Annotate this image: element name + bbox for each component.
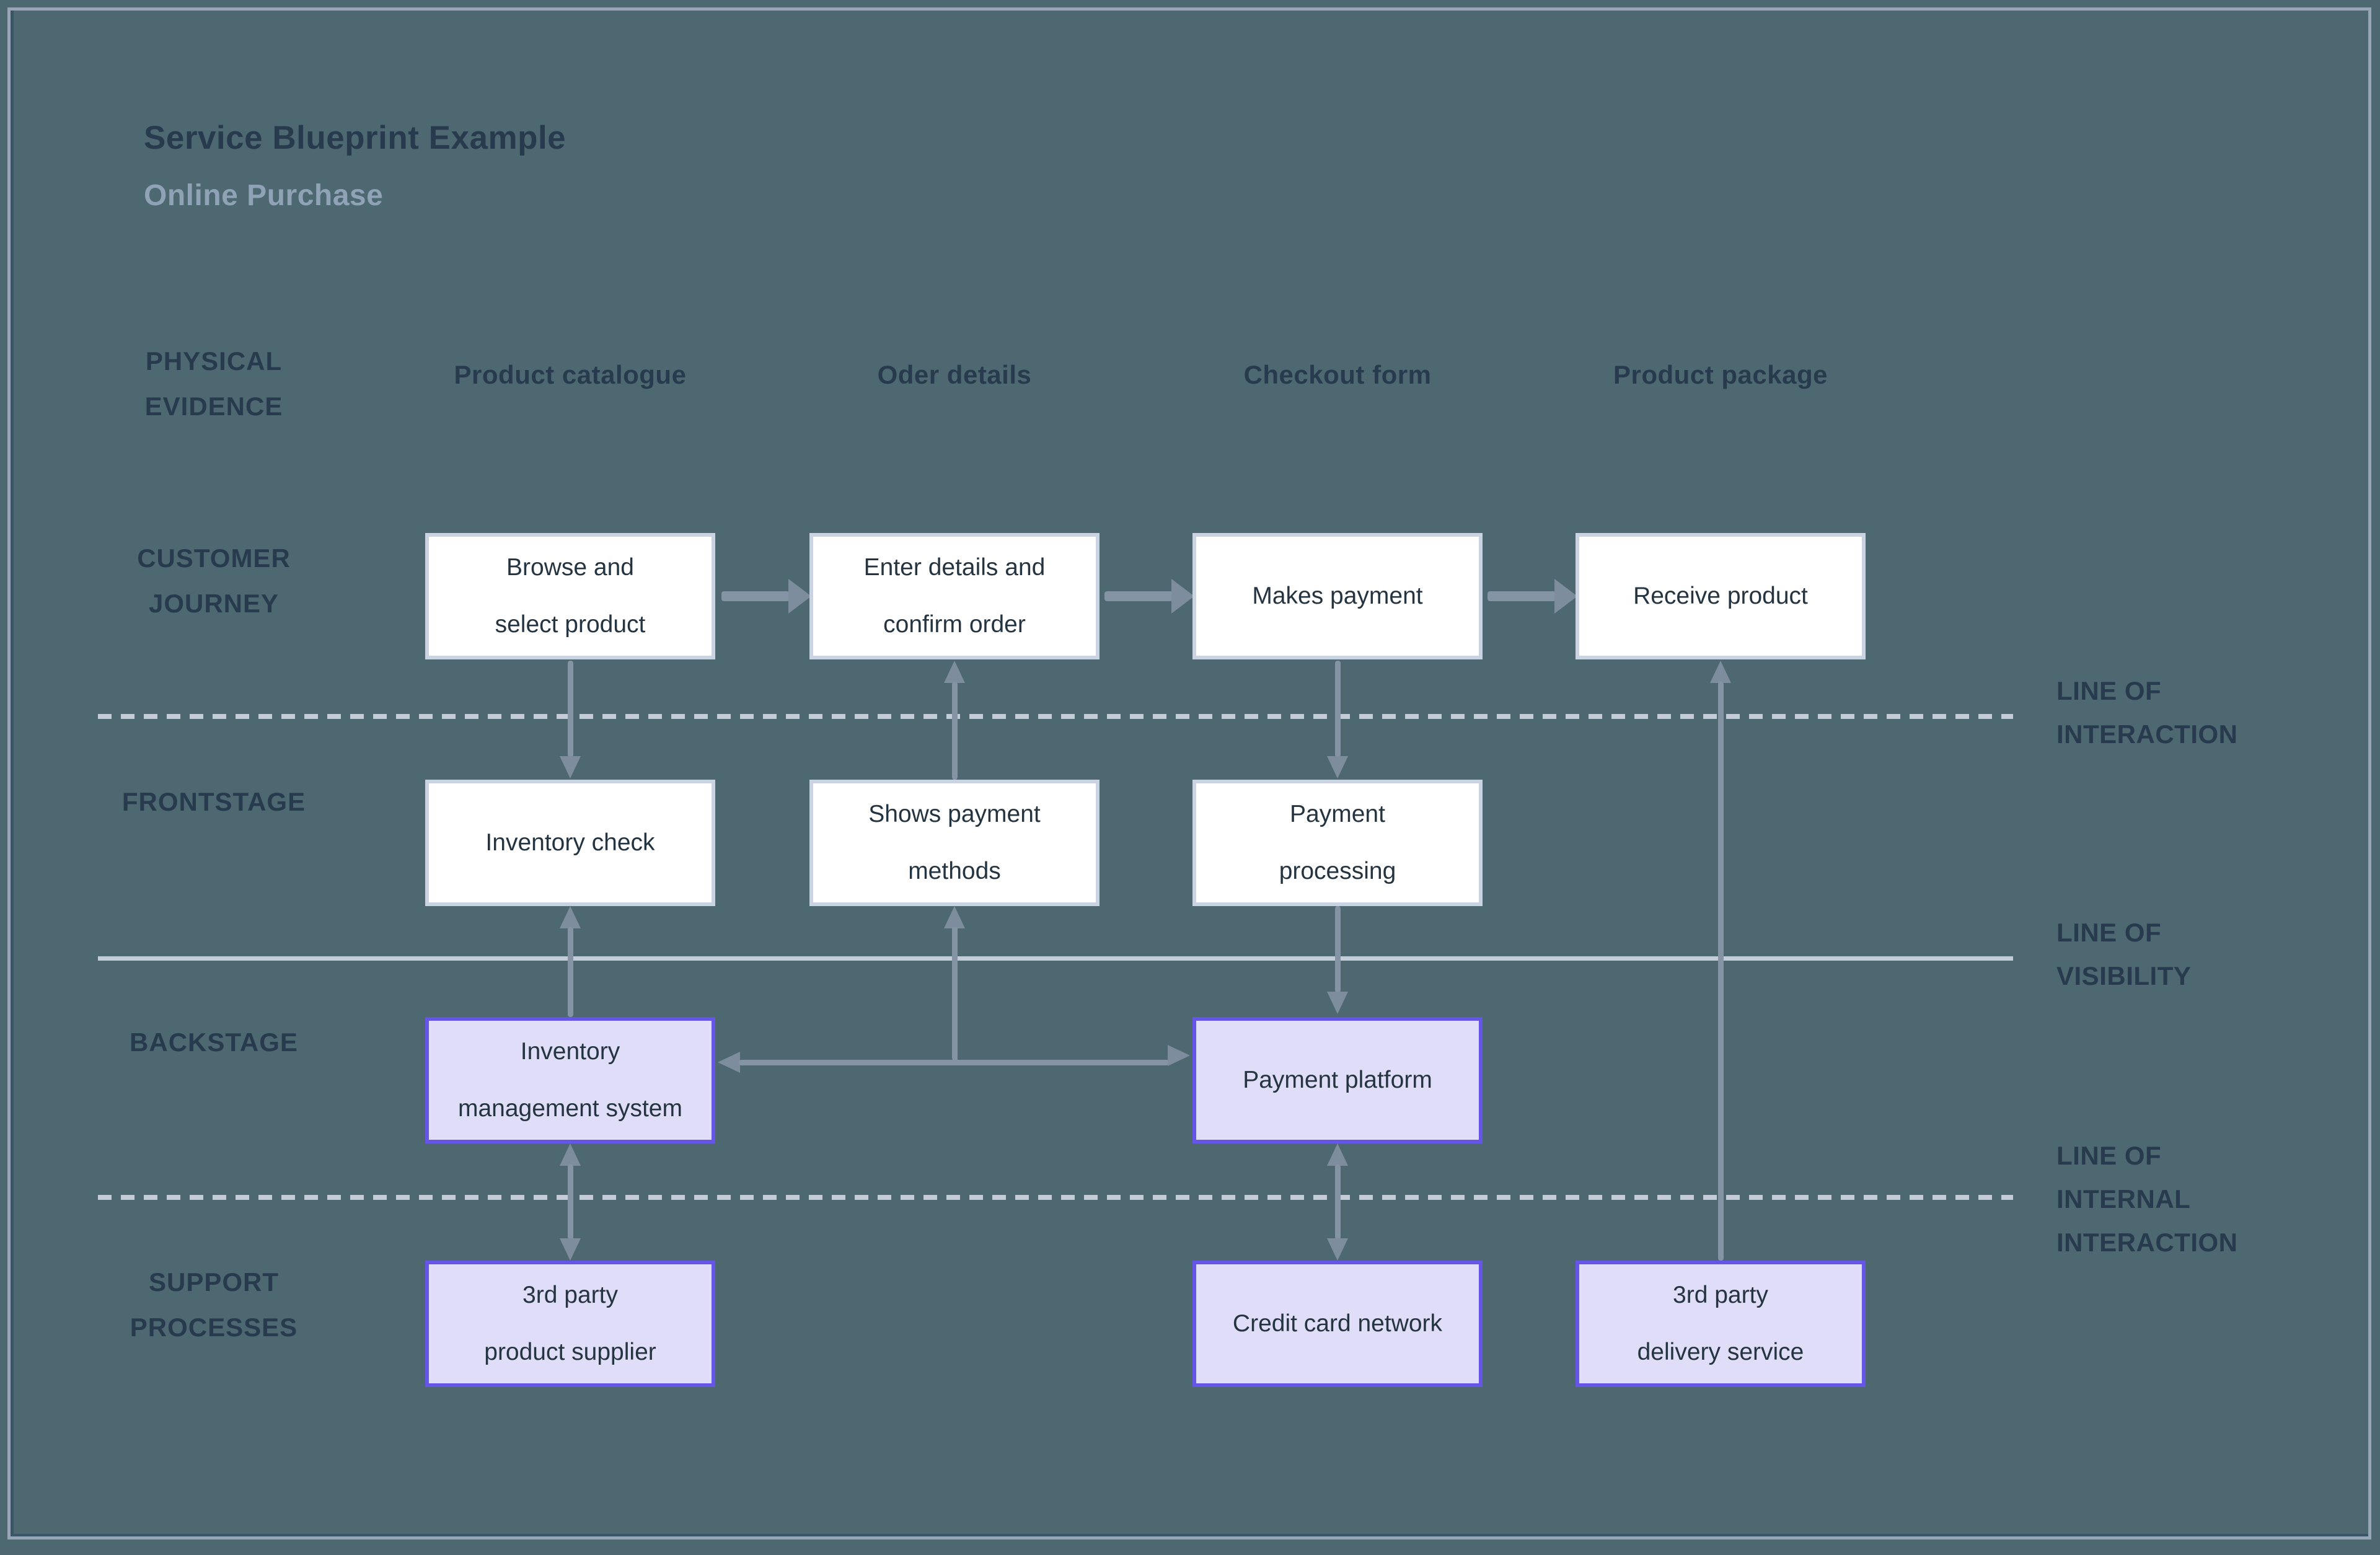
arrow-inventory-system-supplier-shaft [568,1165,573,1240]
arrow-credit-card-to-payment-platform-head [1327,1143,1348,1166]
arrow-inventory-system-to-inventory-check-shaft [568,927,573,1017]
lane-label-frontstage: FRONTSTAGE [121,787,306,816]
lane-label-customer-journey: CUSTOMER JOURNEY [137,544,291,618]
node-makes-payment: Makes payment [1192,533,1483,659]
node-label: Browse and select product [495,554,646,638]
node-label: Payment processing [1279,801,1396,884]
arrow-payment-platform-to-credit-card-head [1327,1238,1348,1261]
arrow-branch-to-shows-payment-shaft [952,927,958,1062]
canvas-frame [7,7,2371,1540]
page-subtitle: Online Purchase [144,179,384,212]
node-label: 3rd party product supplier [484,1282,656,1365]
arrow-makes-payment-to-payment-processing-head [1327,756,1348,778]
node-label: Credit card network [1232,1310,1443,1337]
arrow-browse-to-inventory-check-head [560,756,581,778]
column-header-checkout-form: Checkout form [1243,360,1432,389]
arrow-to-inventory-system-head [718,1052,740,1073]
lane-label-support-processes: SUPPORT PROCESSES [130,1267,298,1342]
line-of-visibility [98,956,2013,961]
lane-label-physical-evidence: PHYSICAL EVIDENCE [144,346,283,421]
arrow-delivery-service-to-receive-product-head [1710,661,1731,683]
connector-inventory-system-payment-platform-shaft [739,1060,1169,1065]
arrow-enter-details-to-makes-payment-head [1171,579,1194,614]
column-header-product-catalogue: Product catalogue [454,360,687,389]
label-line-of-internal-interaction: LINE OF INTERNAL INTERACTION [2056,1141,2238,1257]
node-receive-product: Receive product [1576,533,1866,659]
arrow-shows-payment-to-enter-details-shaft [952,682,958,780]
arrow-supplier-to-inventory-system-head [560,1143,581,1166]
node-inventory-check: Inventory check [425,780,715,906]
node-shows-payment-methods: Shows payment methods [809,780,1100,906]
node-label: Payment platform [1243,1067,1432,1093]
page-title: Service Blueprint Example [144,120,566,156]
column-header-product-package: Product package [1613,360,1828,389]
node-payment-platform: Payment platform [1192,1017,1483,1143]
node-label: 3rd party delivery service [1637,1282,1804,1365]
arrow-payment-processing-to-payment-platform-shaft [1335,906,1341,993]
arrow-branch-to-shows-payment-head [944,906,965,928]
node-credit-card-network: Credit card network [1192,1261,1483,1387]
label-line-of-visibility: LINE OF VISIBILITY [2056,918,2192,990]
node-label: Makes payment [1252,583,1423,609]
line-of-interaction [98,714,2013,719]
arrow-browse-to-enter-details-shaft [721,591,790,601]
arrow-to-payment-platform-head [1168,1045,1190,1066]
arrow-inventory-system-to-supplier-head [560,1238,581,1261]
node-label: Receive product [1633,583,1808,609]
arrow-delivery-service-to-receive-product-shaft [1718,682,1724,1261]
arrow-enter-details-to-makes-payment-shaft [1104,591,1173,601]
line-of-internal-interaction [98,1195,2013,1200]
node-enter-details-and-confirm-order: Enter details and confirm order [809,533,1100,659]
node-label: Enter details and confirm order [863,554,1046,638]
arrow-browse-to-enter-details-head [788,579,811,614]
node-payment-processing: Payment processing [1192,780,1483,906]
arrow-browse-to-inventory-check-shaft [568,661,573,757]
node-inventory-management-system: Inventory management system [425,1017,715,1143]
node-label: Inventory check [485,829,655,856]
arrow-payment-processing-to-payment-platform-head [1327,992,1348,1014]
node-3rd-party-product-supplier: 3rd party product supplier [425,1261,715,1387]
column-header-oder-details: Oder details [877,360,1032,389]
arrow-payment-platform-credit-card-shaft [1335,1165,1341,1240]
arrow-makes-payment-to-receive-product-head [1554,579,1577,614]
arrow-makes-payment-to-payment-processing-shaft [1335,661,1341,757]
arrow-inventory-system-to-inventory-check-head [560,906,581,928]
lane-label-backstage: BACKSTAGE [130,1028,298,1057]
node-label: Shows payment methods [868,801,1041,884]
node-label: Inventory management system [458,1038,682,1122]
arrow-makes-payment-to-receive-product-shaft [1488,591,1556,601]
node-3rd-party-delivery-service: 3rd party delivery service [1576,1261,1866,1387]
arrow-shows-payment-to-enter-details-head [944,661,965,683]
node-browse-and-select-product: Browse and select product [425,533,715,659]
label-line-of-interaction: LINE OF INTERACTION [2056,676,2238,749]
